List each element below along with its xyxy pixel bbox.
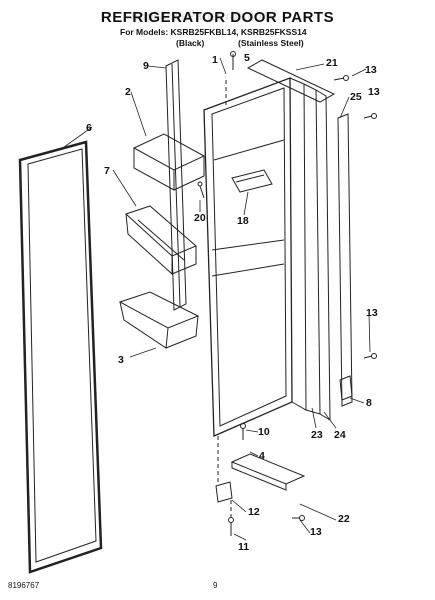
callout-13-lower: 13 xyxy=(366,307,378,319)
variant-stainless: (Stainless Steel) xyxy=(238,38,304,48)
callout-13-bottom: 13 xyxy=(310,526,322,538)
callout-6: 6 xyxy=(86,122,92,134)
callout-5: 5 xyxy=(244,52,250,64)
lower-hinge xyxy=(215,481,233,503)
door-top-cap xyxy=(246,59,336,103)
part-number: 8196767 xyxy=(8,581,40,590)
door-gasket xyxy=(18,140,103,574)
middle-door-bin xyxy=(125,205,197,276)
callout-7: 7 xyxy=(104,165,110,177)
callout-12: 12 xyxy=(248,506,260,518)
callout-2: 2 xyxy=(125,86,131,98)
callout-8: 8 xyxy=(366,397,372,409)
callout-18: 18 xyxy=(237,215,249,227)
door-side-trim xyxy=(337,113,353,407)
page-number: 9 xyxy=(213,581,218,590)
callout-9: 9 xyxy=(143,60,149,72)
bottom-hinge-bracket xyxy=(230,453,306,491)
callout-25: 25 xyxy=(350,91,362,103)
callout-13-top: 13 xyxy=(365,64,377,76)
callout-23: 23 xyxy=(311,429,323,441)
upper-door-bin xyxy=(132,133,206,191)
door-trim-strip xyxy=(165,59,187,311)
callout-24: 24 xyxy=(334,429,346,441)
callout-11: 11 xyxy=(238,541,250,553)
callout-10: 10 xyxy=(258,426,270,438)
door-assembly xyxy=(203,77,331,437)
callout-22: 22 xyxy=(338,513,350,525)
models-line: For Models: KSRB25FKBL14, KSRB25FKSS14 xyxy=(120,27,307,37)
leader-lines xyxy=(59,57,371,541)
callout-4: 4 xyxy=(259,450,265,462)
diagram-title: REFRIGERATOR DOOR PARTS xyxy=(100,9,335,26)
alignment-lines xyxy=(217,80,232,518)
callout-1: 1 xyxy=(212,54,218,66)
door-bottom-cap xyxy=(339,375,353,401)
callout-20: 20 xyxy=(194,212,206,224)
screws xyxy=(197,51,377,536)
variant-black: (Black) xyxy=(176,38,205,48)
watermark: AppliancePartsPros.com xyxy=(130,9,273,23)
callout-21: 21 xyxy=(326,57,338,69)
callout-13-right: 13 xyxy=(368,86,380,98)
lower-door-bin xyxy=(118,291,200,349)
door-dairy-bin xyxy=(231,169,273,193)
callout-3: 3 xyxy=(118,354,124,366)
